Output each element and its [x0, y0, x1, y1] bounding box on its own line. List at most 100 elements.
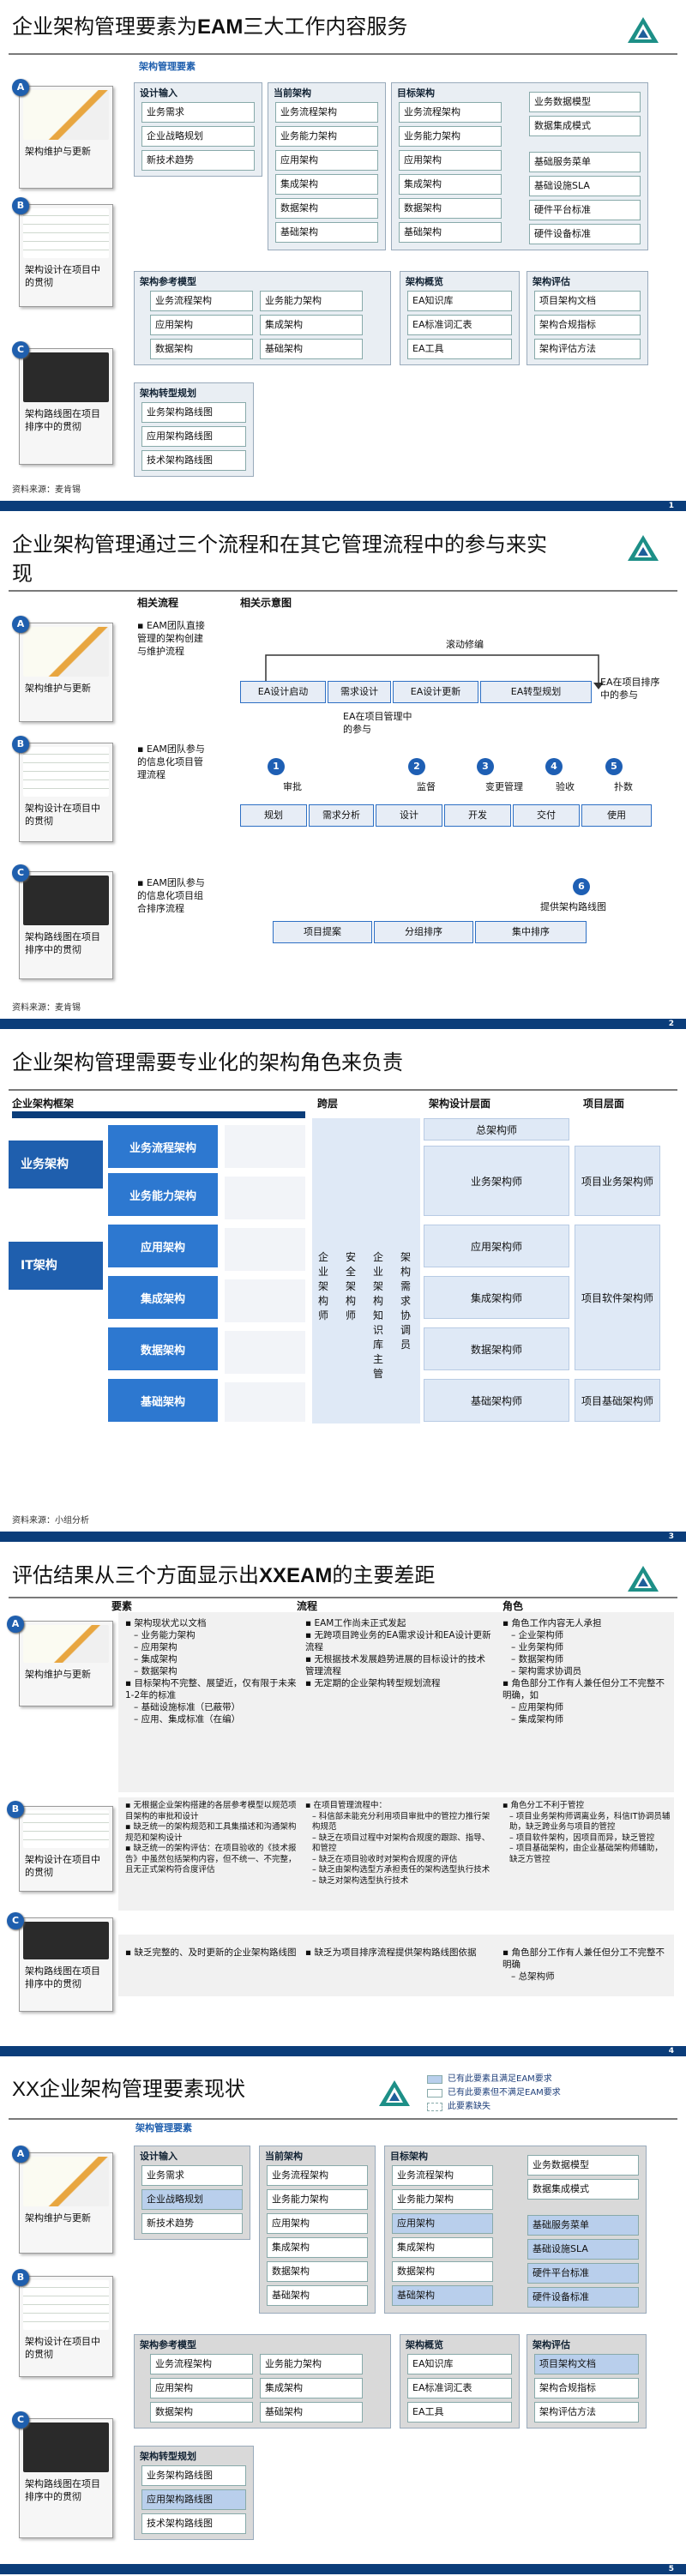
- side-caption: 架构维护与更新: [20, 680, 112, 700]
- cell: EA工具: [407, 2402, 512, 2423]
- header-process: 流程: [297, 1598, 317, 1613]
- cell: 数据架构: [150, 339, 253, 359]
- role-requirement-coordinator: 架构需求协调员: [398, 1250, 413, 1352]
- side-caption: 架构路线图在项目排序中的贯彻: [20, 2476, 112, 2508]
- footer-bar: 4: [0, 2046, 686, 2056]
- logo-icon: [626, 533, 660, 563]
- arch-application: 应用架构: [108, 1225, 218, 1267]
- rolling-label: 滚动修编: [446, 638, 484, 651]
- group-title: 当前架构: [265, 2149, 303, 2163]
- checklist-picture: [23, 747, 109, 797]
- page-number: 1: [669, 501, 674, 511]
- group-title: 架构评估: [533, 2338, 570, 2351]
- row-a-roles: ▪ 角色工作内容无人承担 – 企业架构师 – 业务架构师 – 数据架构师 – 架…: [502, 1617, 671, 1725]
- cell: 基础服务菜单: [529, 152, 641, 172]
- cell: EA工具: [407, 339, 512, 359]
- side-card-a: 架构维护与更新: [19, 1621, 113, 1706]
- legend-swatch-unsatisfied: [427, 2089, 442, 2098]
- badge-c: C: [12, 864, 29, 882]
- side-card-c: 架构路线图在项目排序中的贯彻: [19, 1917, 113, 2012]
- cell: 基础架构: [392, 2285, 493, 2306]
- cell: 数据集成模式: [529, 116, 641, 136]
- c-step-group-rank: 分组排序: [374, 921, 473, 943]
- ea-in-pm-label: EA在项目管理中的参与: [343, 710, 420, 736]
- gate-5: 5: [605, 758, 623, 775]
- badge-a: A: [12, 616, 29, 633]
- step-ea-update: EA设计更新: [393, 681, 478, 703]
- cell: 业务流程架构: [275, 102, 378, 123]
- cell: 基础架构: [275, 222, 378, 243]
- phase-requirement: 需求分析: [309, 804, 374, 827]
- cell: 集成架构: [260, 2378, 363, 2398]
- cell: 基础设施SLA: [527, 2239, 639, 2260]
- role-chief-architect: 总架构师: [424, 1118, 569, 1141]
- cell: 业务流程架构: [150, 291, 253, 311]
- slide-title: 企业架构管理要素为EAM三大工作内容服务: [12, 12, 407, 42]
- header-design: 架构设计层面: [429, 1096, 490, 1110]
- row-a-process: ▪ EAM工作尚未正式发起 ▪ 无跨项目跨业务的EA需求设计和EA设计更新流程 …: [305, 1617, 494, 1689]
- badge-c: C: [7, 1912, 24, 1929]
- gate-1-label: 审批: [283, 780, 302, 793]
- cell: 基础架构: [260, 2402, 363, 2423]
- cell: 数据集成模式: [527, 2179, 639, 2200]
- arch-business-process: 业务流程架构: [108, 1125, 218, 1168]
- role-business-architect: 业务架构师: [424, 1146, 569, 1216]
- col-header-diagram: 相关示意图: [240, 595, 292, 610]
- header-framework: 企业架构框架: [12, 1096, 74, 1110]
- business-arch-label: 业务架构: [9, 1141, 103, 1189]
- checklist-picture: [23, 208, 109, 258]
- cell: 集成架构: [399, 174, 502, 195]
- cell: 业务架构路线图: [141, 402, 246, 423]
- footer-bar: 1: [0, 501, 686, 511]
- cell: 基础架构: [267, 2285, 368, 2306]
- gate-2-label: 监督: [417, 780, 436, 793]
- slide-5: XX企业架构管理要素现状 已有此要素且满足EAM要求 已有此要素但不满足EAM要…: [0, 2063, 686, 2576]
- logo-icon: [626, 1564, 660, 1593]
- cell: 集成架构: [267, 2237, 368, 2258]
- phase-deliver: 交付: [513, 804, 580, 827]
- step-requirement-design: 需求设计: [328, 681, 391, 703]
- col-header-process: 相关流程: [137, 595, 178, 610]
- gate-6-label: 提供架构路线图: [540, 900, 606, 913]
- page-number: 5: [669, 2564, 674, 2574]
- cell: 业务能力架构: [260, 291, 363, 311]
- legend-unsatisfied: 已有此要素但不满足EAM要求: [448, 2086, 561, 2099]
- badge-c: C: [12, 2411, 29, 2429]
- group-title: 架构评估: [533, 274, 570, 288]
- cell: 项目架构文档: [534, 291, 641, 311]
- cell: 项目架构文档: [534, 2354, 639, 2374]
- cell: 架构合规指标: [534, 2378, 639, 2398]
- role-project-infrastructure-architect: 项目基础架构师: [575, 1379, 660, 1422]
- c-step-proposal: 项目提案: [273, 921, 372, 943]
- cell: 集成架构: [392, 2237, 493, 2258]
- cell: 业务能力架构: [260, 2354, 363, 2374]
- slide-title: 企业架构管理通过三个流程和在其它管理流程中的参与来实现: [12, 530, 561, 588]
- cell: 业务流程架构: [399, 102, 502, 123]
- role-data-architect: 数据架构师: [424, 1327, 569, 1370]
- cell: 业务流程架构: [392, 2165, 493, 2186]
- slide-title: XX企业架构管理要素现状: [12, 2075, 245, 2104]
- arch-integration: 集成架构: [108, 1276, 218, 1319]
- cell: 基础服务菜单: [527, 2215, 639, 2236]
- role-infrastructure-architect: 基础架构师: [424, 1379, 569, 1422]
- page-number: 2: [669, 1019, 674, 1029]
- gate-3-label: 变更管理: [485, 780, 523, 793]
- checklist-picture: [23, 2280, 109, 2330]
- cell: 数据架构: [267, 2261, 368, 2282]
- group-title: 架构概览: [406, 2338, 443, 2351]
- group-reference-model: 架构参考模型 业务流程架构 业务能力架构 应用架构 集成架构 数据架构 基础架构: [134, 2334, 391, 2429]
- row-b-roles: ▪ 角色分工不利于管控 – 项目业务架构师调离业务，科信IT协调员辅助，缺乏跨业…: [502, 1801, 671, 1865]
- slide-1: 企业架构管理要素为EAM三大工作内容服务 架构管理要素 架构维护与更新 A 架构…: [0, 0, 686, 513]
- cell: 新技术趋势: [141, 2213, 243, 2234]
- group-target-arch: 目标架构 业务流程架构 业务能力架构 应用架构 集成架构 数据架构 基础架构 业…: [391, 82, 648, 250]
- row-b-process: ▪ 在项目管理流程中： – 科信部未能充分利用项目审批中的管控力推行架构规范 –…: [305, 1801, 494, 1887]
- group-overview: 架构概览 EA知识库 EA标准词汇表 EA工具: [400, 271, 520, 365]
- group-reference-model: 架构参考模型 业务流程架构 业务能力架构 应用架构 集成架构 数据架构 基础架构: [134, 271, 391, 365]
- gate-1: 1: [268, 758, 285, 775]
- gate-4: 4: [545, 758, 563, 775]
- footer-bar: 5: [0, 2564, 686, 2574]
- cell: 企业战略规划: [141, 126, 255, 147]
- gate-3: 3: [477, 758, 494, 775]
- group-title: 目标架构: [390, 2149, 428, 2163]
- group-title: 当前架构: [274, 86, 311, 99]
